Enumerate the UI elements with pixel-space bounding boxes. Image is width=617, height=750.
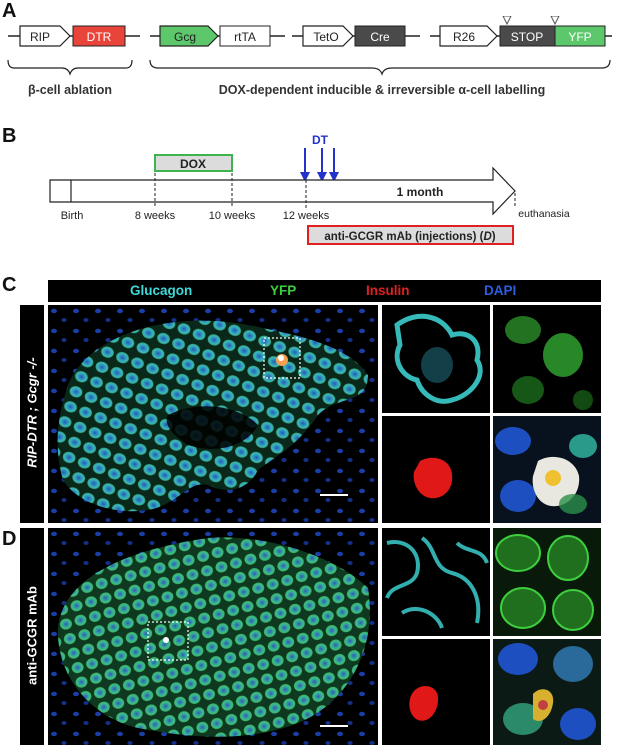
panel-d-letter: D [2,528,17,550]
dox-label: DOX [180,157,206,171]
panel-b-letter: B [2,125,17,147]
panel-c-inset-merge [493,416,601,523]
brace-left [7,59,133,76]
brace-right [149,59,611,76]
panel-d-inset-merge [493,639,601,745]
construct-rip-dtr: RIP DTR [8,25,140,47]
construct-r26-stop-yfp: R26 STOP YFP [430,16,612,47]
timeline-ticks [154,173,516,208]
loxp-triangle-right-icon [550,16,560,26]
panel-a-letter: A [2,0,17,22]
dt-injection-arrows [300,148,339,182]
tick-birth: Birth [61,210,84,222]
treatment-label: anti-GCGR mAb (injections) (D) [324,231,495,243]
panel-d-main-micrograph [48,528,378,745]
rtta-box [219,25,271,47]
panel-c-inset-yfp [493,305,601,413]
channel-dapi: DAPI [484,283,517,298]
rip-label: RIP [30,30,50,44]
panel-d-zoom-box [147,621,189,661]
teto-label: TetO [313,30,338,44]
r26-promoter-arrow [439,25,498,47]
tick-12-weeks: 12 weeks [283,210,330,222]
stop-label: STOP [511,30,543,44]
dox-box [154,154,233,172]
panel-d-inset-glucagon [382,528,490,636]
yfp-label: YFP [568,30,591,44]
panel-c-side-label-bg: RIP-DTR ; Gcgr -/- [20,305,44,523]
panel-c-letter: C [2,274,17,296]
caption-alpha-labelling: DOX-dependent inducible & irreversible α… [219,83,546,97]
cre-label: Cre [370,30,390,44]
panel-c-main-micrograph [48,305,378,523]
channel-insulin: Insulin [366,283,410,298]
timeline-arrow [49,166,516,216]
gcg-promoter-arrow [159,25,219,47]
one-month-label: 1 month [397,185,444,199]
panel-b-timeline: DOX DT 1 month Birth 8 weeks 10 weeks 12… [49,133,570,245]
rip-promoter-arrow [19,25,71,47]
dtr-box [72,25,126,47]
teto-promoter-arrow [302,25,354,47]
panel-c-side-label: RIP-DTR ; Gcgr -/- [24,357,40,468]
panel-d-side-label: anti-GCGR mAb [24,586,40,685]
tick-8-weeks: 8 weeks [135,210,176,222]
panel-c-inset-insulin [382,416,490,523]
treatment-box [307,225,514,245]
panel-d-inset-yfp [493,528,601,636]
dtr-label: DTR [87,30,112,44]
panel-d-inset-insulin [382,639,490,745]
panel-d-side-label-bg: anti-GCGR mAb [20,528,44,745]
panel-a-constructs: RIP DTR Gcg rtTA TetO Cre R26 STOP YFP β… [7,16,612,97]
channel-yfp: YFP [270,283,297,298]
euthanasia-label: euthanasia [518,208,570,220]
tick-10-weeks: 10 weeks [209,210,256,222]
dt-label: DT [312,133,329,147]
loxp-triangle-left-icon [502,16,512,26]
channel-glucagon: Glucagon [130,283,193,298]
yfp-box [554,25,606,47]
panel-c-inset-glucagon [382,305,490,413]
gcg-label: Gcg [174,30,196,44]
cre-box [354,25,406,47]
panel-c-zoom-box [263,337,301,379]
channel-legend-bar: Glucagon YFP Insulin DAPI [48,280,601,302]
rtta-label: rtTA [234,30,256,44]
caption-beta-ablation: β-cell ablation [28,83,112,97]
construct-gcg-rtta: Gcg rtTA [150,25,285,47]
construct-teto-cre: TetO Cre [292,25,420,47]
r26-label: R26 [453,30,475,44]
